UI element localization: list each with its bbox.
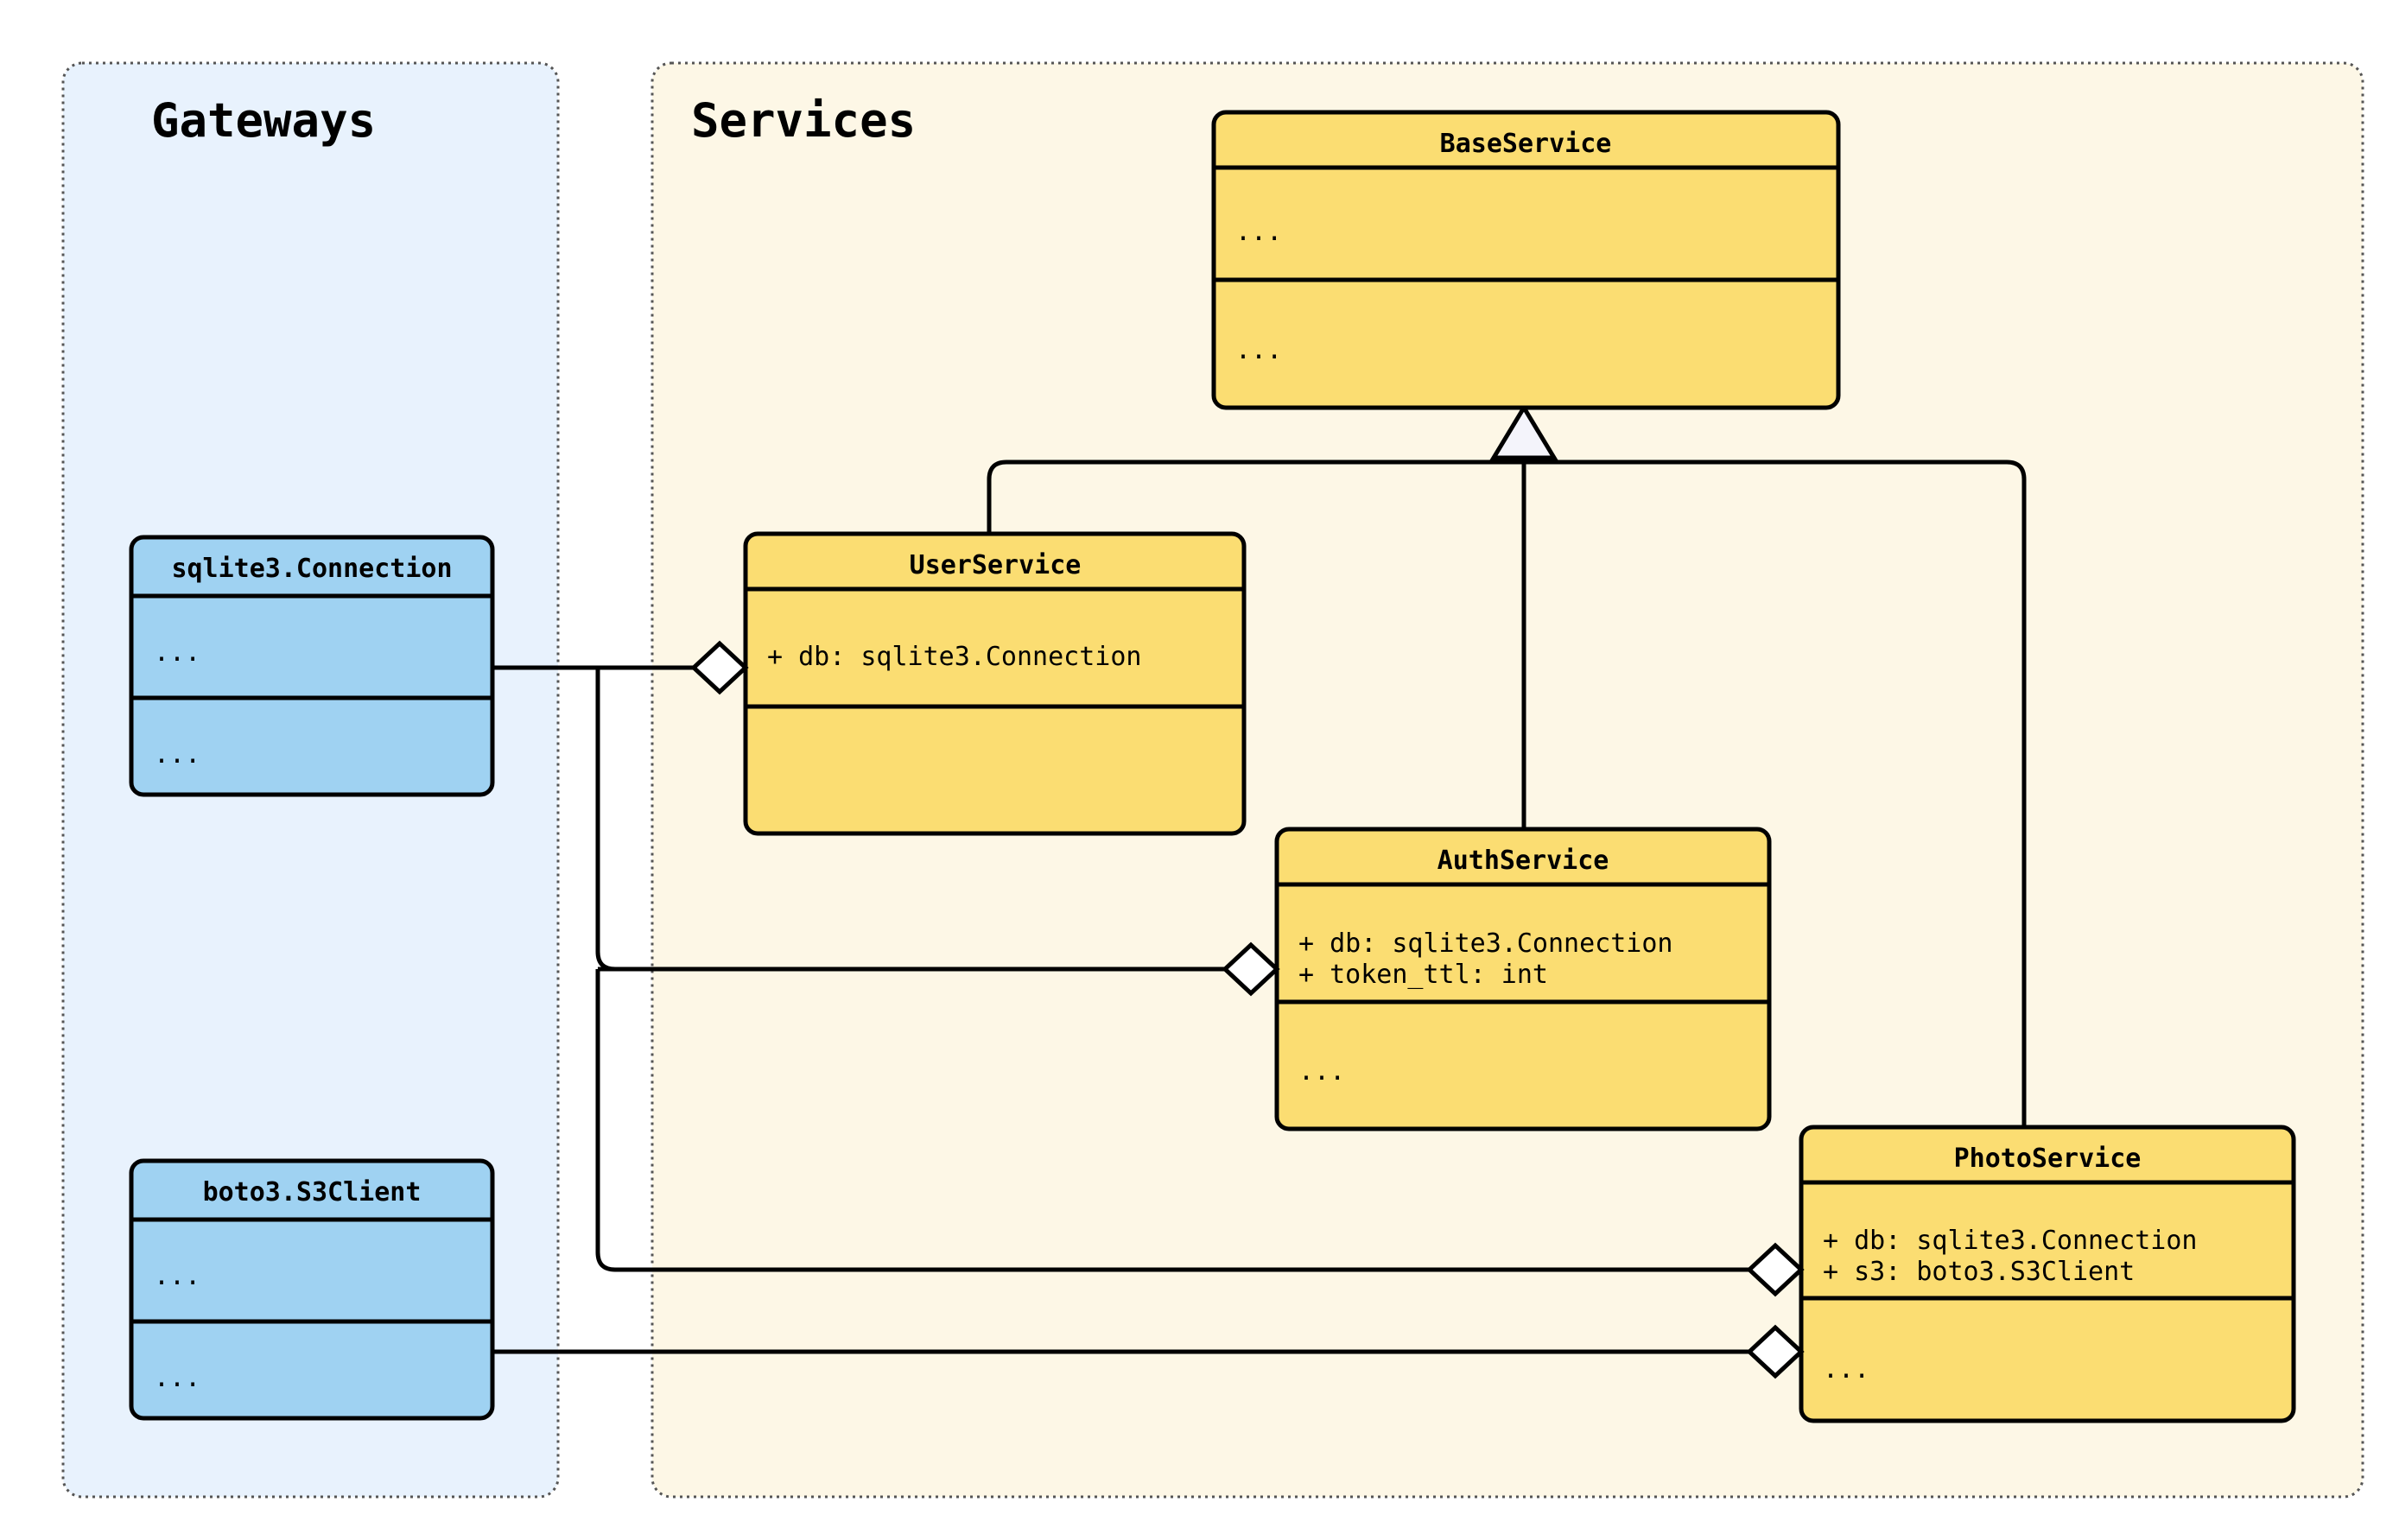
class-sqlite3-connection[interactable]: sqlite3.Connection ... ... [129, 535, 495, 797]
class-baseservice-box [1211, 110, 1841, 410]
class-userservice-title: UserService [910, 550, 1082, 580]
class-userservice-attribute: + db: sqlite3.Connection [767, 642, 1141, 672]
package-gateways-label: Gateways [151, 93, 376, 148]
class-photoservice[interactable]: PhotoService + db: sqlite3.Connection + … [1799, 1125, 2296, 1423]
class-photoservice-title: PhotoService [1954, 1144, 2142, 1174]
class-authservice-box [1274, 827, 1772, 1131]
aggregation-diamond-icon-photoservice-s3 [1746, 1324, 1805, 1379]
class-boto3-s3client-title: boto3.S3Client [203, 1177, 422, 1207]
class-authservice-title: AuthService [1437, 846, 1609, 876]
class-boto3-s3client-attribute: ... [154, 1261, 200, 1291]
class-photoservice-box [1799, 1125, 2296, 1423]
edge-inheritance-group [987, 403, 2027, 1127]
aggregation-diamond-icon-authservice [1222, 941, 1280, 997]
class-boto3-s3client-method: ... [154, 1363, 200, 1393]
package-services-label: Services [691, 93, 916, 148]
class-baseservice-attribute: ... [1235, 217, 1282, 247]
edge-sqlite3-photoservice[interactable] [595, 969, 1775, 1272]
class-sqlite3-connection-box [129, 535, 495, 797]
class-userservice[interactable]: UserService + db: sqlite3.Connection [743, 531, 1247, 836]
inheritance-arrowhead-icon [1489, 403, 1558, 460]
class-authservice-attribute-2: + token_ttl: int [1298, 960, 1548, 990]
class-authservice[interactable]: AuthService + db: sqlite3.Connection + t… [1274, 827, 1772, 1131]
class-authservice-attribute-1: + db: sqlite3.Connection [1298, 928, 1672, 959]
class-photoservice-method: ... [1823, 1354, 1869, 1385]
aggregation-diamond-icon-userservice [690, 640, 749, 695]
class-authservice-method: ... [1298, 1056, 1345, 1087]
class-baseservice-method: ... [1235, 335, 1282, 365]
class-baseservice[interactable]: BaseService ... ... [1211, 110, 1841, 410]
class-photoservice-attribute-2: + s3: boto3.S3Client [1823, 1257, 2135, 1287]
edge-aggregation-sqlite3-group [492, 665, 1775, 1272]
class-sqlite3-connection-title: sqlite3.Connection [171, 554, 452, 584]
class-photoservice-attribute-1: + db: sqlite3.Connection [1823, 1226, 2197, 1256]
class-boto3-s3client-box [129, 1158, 495, 1421]
class-boto3-s3client[interactable]: boto3.S3Client ... ... [129, 1158, 495, 1421]
class-baseservice-title: BaseService [1440, 129, 1612, 159]
class-userservice-box [743, 531, 1247, 836]
edge-inheritance-bus [987, 459, 2027, 480]
class-sqlite3-connection-method: ... [154, 739, 200, 770]
class-sqlite3-connection-attribute: ... [154, 637, 200, 668]
aggregation-diamond-icon-photoservice-db [1746, 1242, 1805, 1297]
